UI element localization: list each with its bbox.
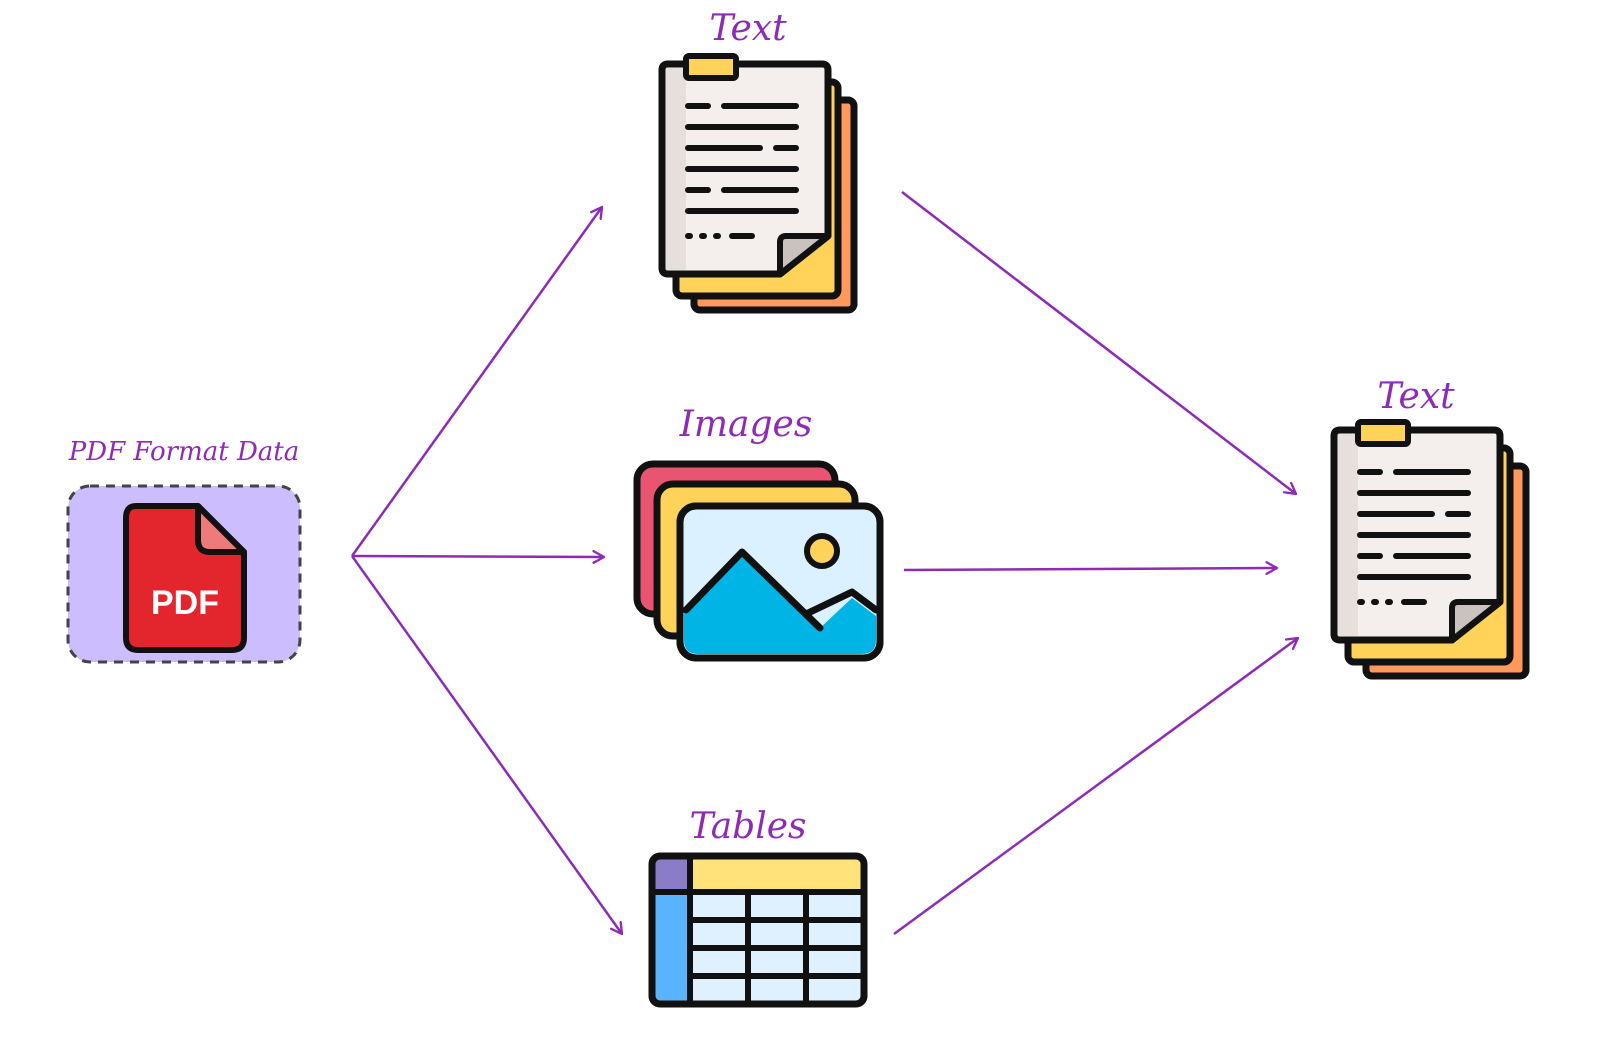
pdf-file-icon: PDF [123, 503, 247, 653]
flow-arrows [350, 191, 1300, 936]
images-label: Images [679, 404, 813, 445]
images-node: Images [633, 404, 884, 662]
arrow-images-to-output [903, 561, 1279, 576]
tables-node: Tables [648, 806, 868, 1008]
output-label: Text [1377, 376, 1455, 417]
image-stack-icon [633, 460, 884, 662]
source-label: PDF Format Data [68, 437, 300, 467]
output-document-stack-icon [1334, 422, 1526, 676]
arrow-text-to-output [901, 191, 1298, 496]
table-icon [648, 852, 868, 1008]
arrow-source-to-tables [350, 555, 624, 936]
tables-label: Tables [689, 806, 806, 847]
arrow-tables-to-output [893, 636, 1300, 936]
arrow-source-to-text [350, 205, 604, 557]
arrow-source-to-images [351, 549, 606, 564]
pdf-icon-text: PDF [151, 584, 219, 622]
text-label: Text [709, 8, 787, 49]
document-stack-icon [662, 56, 854, 310]
output-node: Text [1334, 376, 1526, 676]
source-node: PDF Format Data PDF [66, 437, 302, 664]
text-node: Text [662, 8, 854, 310]
